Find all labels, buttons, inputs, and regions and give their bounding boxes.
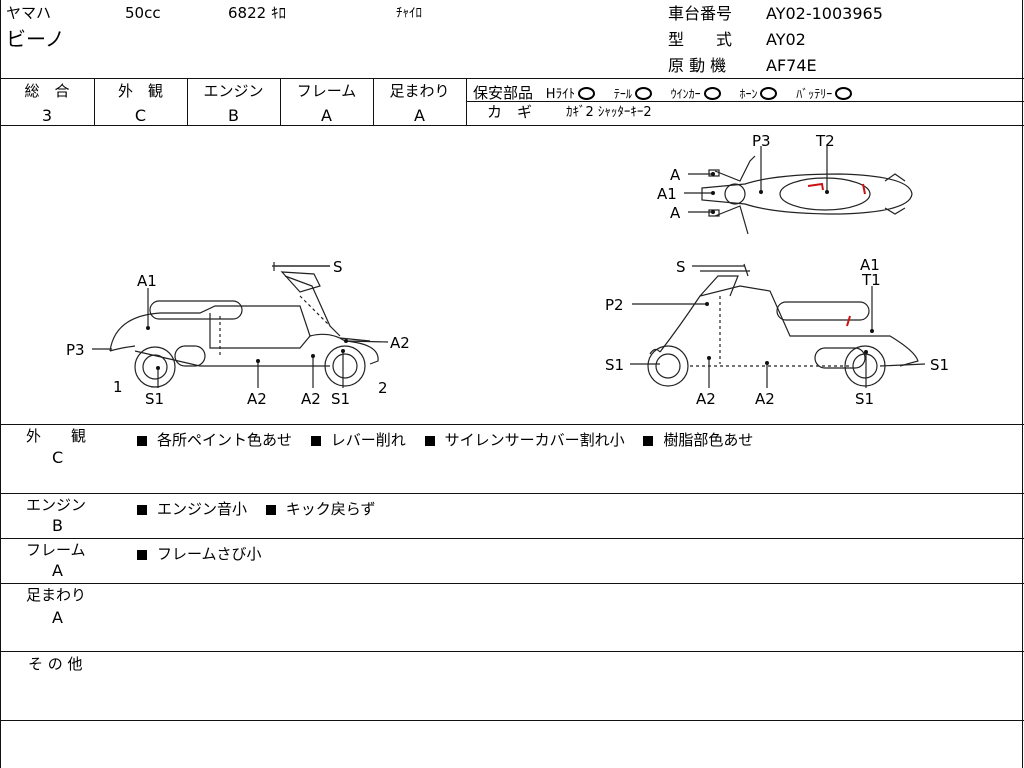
bullet-square-icon [137, 550, 147, 560]
leader-lines [92, 146, 926, 388]
leader-dots [146, 172, 874, 370]
taillight-label: ﾃｰﾙ [613, 87, 632, 101]
key-value: ｶｷﾞ2 ｼｬｯﾀｰｷｰ2 [566, 105, 652, 120]
battery-label: ﾊﾞｯﾃﾘｰ [796, 87, 833, 101]
section-frame-notes: フレームさび小 [137, 543, 276, 564]
label-S1: S1 [331, 390, 350, 408]
section-engine-notes: エンジン音小 キック戻らず [137, 498, 390, 519]
rule [466, 78, 467, 125]
status-ok-icon [835, 87, 853, 100]
winker-label: ｳｲﾝｶｰ [670, 87, 701, 101]
model-name: ビーノ [6, 27, 65, 51]
status-ok-icon [703, 87, 721, 100]
bullet-square-icon [310, 436, 321, 446]
label-S: S [676, 258, 686, 276]
bullet-square-icon [137, 436, 147, 446]
color: ﾁｬｲﾛ [396, 6, 422, 21]
status-ok-icon [760, 87, 778, 100]
status-ok-icon [634, 87, 652, 100]
maker: ヤマハ [6, 4, 52, 22]
rule [187, 78, 188, 125]
horn-label: ﾎｰﾝ [739, 87, 758, 101]
label-T2: T2 [815, 132, 835, 150]
border-right [1022, 0, 1023, 768]
section-engine-grade: B [52, 516, 63, 535]
model-type-value: AY02 [766, 30, 806, 49]
displacement: 50cc [125, 4, 161, 22]
label-P3: P3 [66, 341, 85, 359]
grade-frame: フレーム A [296, 82, 357, 125]
damage-marks [807, 182, 866, 327]
rule [0, 78, 1024, 79]
label-A1: A1 [860, 256, 880, 274]
label-1: 1 [113, 378, 123, 396]
model-type-label: 型 式 [668, 30, 733, 49]
headlight-label: Hﾗｲﾄ [545, 87, 576, 102]
section-exterior-label: 外 観 [26, 427, 87, 445]
rule [94, 78, 95, 125]
label-P3: P3 [752, 132, 771, 150]
bullet-square-icon [265, 505, 276, 515]
key-label: カ ギ [487, 103, 533, 121]
scooter-left-side-view [109, 262, 379, 388]
bullet-square-icon [137, 505, 147, 515]
section-suspension-label: 足まわり [26, 586, 87, 604]
frame-number-label: 車台番号 [668, 4, 733, 23]
rule [466, 101, 1024, 102]
section-exterior-grade: C [52, 448, 64, 467]
frame-number-value: AY02-1003965 [766, 4, 883, 23]
rule [0, 651, 1024, 652]
rule [0, 424, 1024, 425]
safety-label: 保安部品 [473, 84, 534, 102]
section-frame-grade: A [52, 561, 63, 580]
label-P2: P2 [605, 296, 624, 314]
damage-diagram: A1 P3 1 S1 A2 A2 S1 2 A2 S S P2 S1 A2 A2… [66, 132, 949, 408]
safety-parts: 保安部品 Hﾗｲﾄ ﾃｰﾙ ｳｲﾝｶｰ ﾎｰﾝ ﾊﾞｯﾃﾘｰ [473, 82, 853, 103]
label-S1: S1 [145, 390, 164, 408]
section-frame-label: フレーム [26, 541, 86, 559]
grade-exterior: 外 観 C [117, 82, 163, 125]
rule [280, 78, 281, 125]
engine-model-value: AF74E [766, 56, 817, 75]
grade-engine: エンジン B [203, 82, 264, 125]
rule [0, 538, 1024, 539]
section-suspension-grade: A [52, 608, 63, 627]
scooter-right-side-view [647, 263, 919, 387]
scooter-top-view [701, 155, 913, 235]
section-exterior-notes: 各所ペイント色あせ レバー削れ サイレンサーカバー割れ小 樹脂部色あせ [137, 429, 767, 450]
label-A2: A2 [301, 390, 321, 408]
grade-overall: 総 合 3 [24, 82, 70, 125]
label-A2: A2 [755, 390, 775, 408]
rule [373, 78, 374, 125]
rule [0, 493, 1024, 494]
label-S1: S1 [855, 390, 874, 408]
label-A2: A2 [247, 390, 267, 408]
bullet-square-icon [424, 436, 435, 446]
rule [0, 583, 1024, 584]
label-A1: A1 [137, 272, 157, 290]
label-T1: T1 [861, 271, 881, 289]
label-A1: A1 [657, 185, 677, 203]
rule [0, 720, 1024, 721]
grade-suspension: 足まわり A [389, 82, 450, 125]
rule [0, 125, 1024, 126]
status-ok-icon [578, 87, 596, 100]
label-S1: S1 [930, 356, 949, 374]
label-A: A [670, 204, 681, 222]
label-S1: S1 [605, 356, 624, 374]
section-other-label: そ の 他 [28, 655, 83, 673]
label-2: 2 [378, 379, 388, 397]
border-left [0, 0, 1, 768]
label-A2: A2 [390, 334, 410, 352]
label-A: A [670, 166, 681, 184]
engine-model-label: 原 動 機 [668, 56, 727, 75]
bullet-square-icon [643, 436, 654, 446]
label-S: S [333, 258, 343, 276]
label-A2: A2 [696, 390, 716, 408]
mileage: 6822 ｷﾛ [228, 4, 286, 22]
section-engine-label: エンジン [26, 496, 87, 514]
